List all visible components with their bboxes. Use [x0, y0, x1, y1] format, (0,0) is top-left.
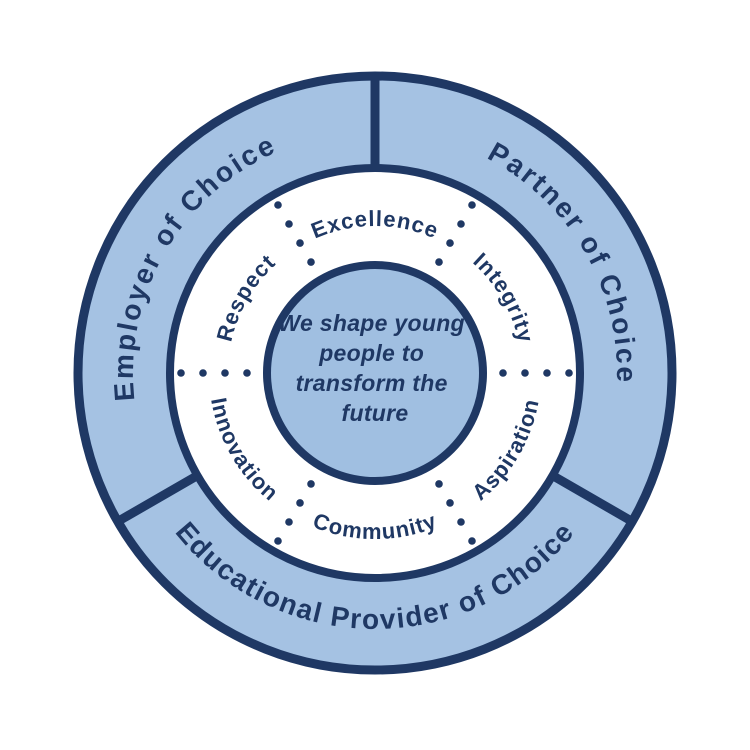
separator-dot — [221, 369, 229, 377]
mission-line-3: transform the — [296, 370, 448, 396]
separator-dot — [274, 537, 282, 545]
mission-line-1: We shape young — [278, 310, 465, 336]
segment-divider-lower-right — [550, 471, 635, 526]
separator-dot — [435, 258, 443, 266]
separator-dot — [296, 239, 304, 247]
center-circle — [263, 261, 487, 485]
separator-dot — [446, 239, 454, 247]
separator-dot — [521, 369, 529, 377]
separator-dot — [296, 499, 304, 507]
separator-dot — [307, 258, 315, 266]
separator-dot — [285, 220, 293, 228]
separator-dot — [457, 220, 465, 228]
separator-dot — [243, 369, 251, 377]
mission-statement: We shape young people to transform the f… — [278, 310, 471, 426]
separator-dot — [435, 480, 443, 488]
mission-line-2: people to — [318, 340, 424, 366]
separator-dot — [446, 499, 454, 507]
separator-dot — [274, 201, 282, 209]
separator-dot — [499, 369, 507, 377]
value-separator-dots — [177, 201, 573, 545]
separator-dot — [307, 480, 315, 488]
separator-dot — [468, 201, 476, 209]
mission-line-4: future — [342, 400, 409, 426]
separator-dot — [199, 369, 207, 377]
separator-dot — [543, 369, 551, 377]
separator-dot — [285, 518, 293, 526]
separator-dot — [468, 537, 476, 545]
separator-dot — [177, 369, 185, 377]
separator-dot — [565, 369, 573, 377]
segment-divider-lower-left — [115, 471, 200, 526]
separator-dot — [457, 518, 465, 526]
